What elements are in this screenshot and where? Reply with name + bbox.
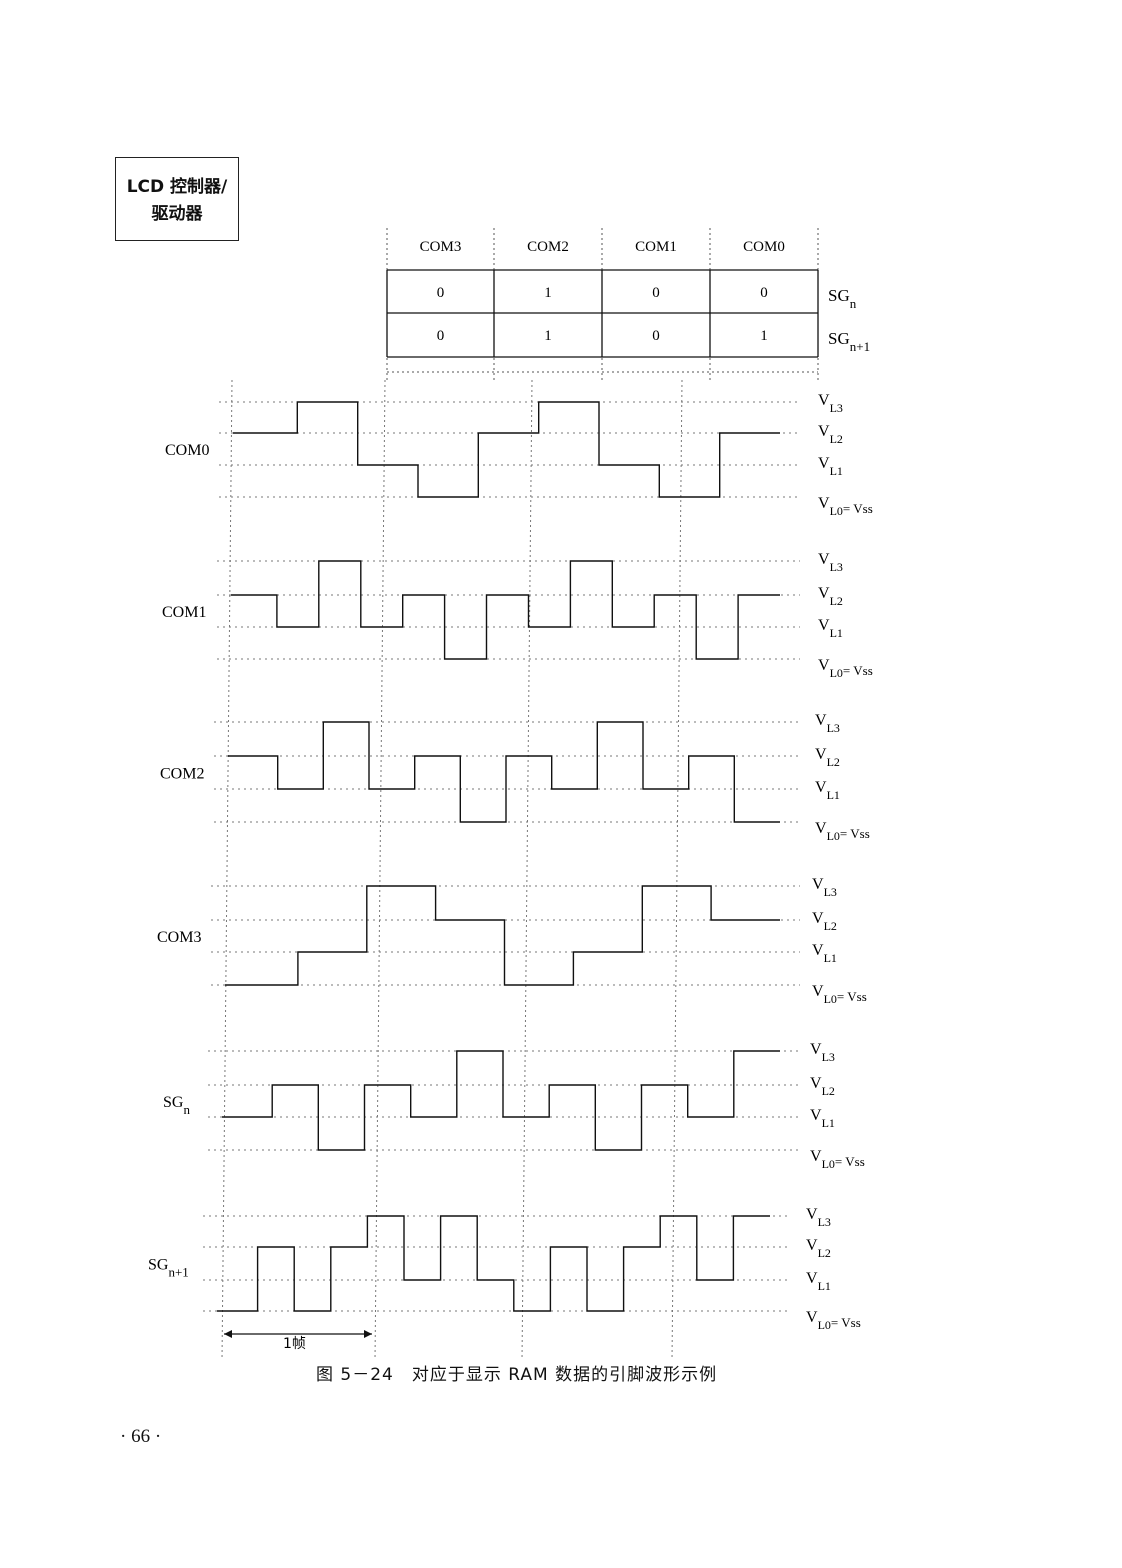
table-row-label: SGn+1: [828, 329, 870, 354]
timing-gridlines: [203, 379, 800, 1361]
level-label: VL2: [810, 1075, 835, 1098]
level-label: VL1: [818, 455, 843, 478]
waveform-trace-1: [231, 560, 780, 660]
level-label: VL1: [810, 1107, 835, 1130]
signal-label-4: SGn: [163, 1094, 190, 1117]
figure-caption: 图 5－24 对应于显示 RAM 数据的引脚波形示例: [316, 1365, 718, 1385]
table-cell: 1: [760, 328, 768, 344]
table-cell: 0: [760, 285, 768, 301]
signal-label-0: COM0: [165, 442, 209, 459]
level-label: VL0= Vss: [810, 1148, 865, 1171]
frame-label: 1帧: [283, 1336, 306, 1352]
box-line-2: 驱动器: [151, 204, 203, 224]
waveform-trace-0: [233, 401, 780, 498]
waveform-trace-2: [228, 721, 780, 823]
frame-boundary-guide-1: [374, 379, 386, 1361]
table-cell: 0: [437, 285, 445, 301]
level-label: VL0= Vss: [812, 983, 867, 1006]
frame-boundary-guide-2: [521, 379, 533, 1361]
frame-marker: 1帧: [224, 1330, 372, 1352]
table-cell: 1: [544, 328, 552, 344]
table-cell: 0: [437, 328, 445, 344]
level-label: VL1: [818, 617, 843, 640]
waveform-trace-3: [225, 885, 780, 986]
page-number: · 66 ·: [120, 1426, 162, 1447]
signal-label-2: COM2: [160, 766, 204, 783]
level-label: VL0= Vss: [806, 1309, 861, 1332]
table-cell: 0: [652, 285, 660, 301]
level-label: VL1: [806, 1270, 831, 1293]
waveform-trace-4: [222, 1050, 780, 1151]
waveform-trace-5: [217, 1215, 770, 1312]
level-label: VL2: [818, 423, 843, 446]
box-line-1: LCD 控制器/: [126, 177, 228, 197]
level-label: VL2: [812, 910, 837, 933]
signal-label-3: COM3: [157, 929, 201, 946]
level-label: VL3: [818, 551, 843, 574]
level-label: VL0= Vss: [815, 820, 870, 843]
table-header-com1: COM1: [635, 239, 677, 255]
level-label: VL3: [810, 1041, 835, 1064]
table-cell: 1: [544, 285, 552, 301]
lcd-controller-box: LCD 控制器/ 驱动器: [115, 157, 239, 241]
level-label: VL0= Vss: [818, 657, 873, 680]
table-cell: 0: [652, 328, 660, 344]
table-header-com3: COM3: [420, 239, 462, 255]
level-label: VL3: [806, 1206, 831, 1229]
level-label: VL3: [818, 392, 843, 415]
level-label: VL1: [812, 942, 837, 965]
signal-label-5: SGn+1: [148, 1257, 189, 1280]
level-label: VL2: [815, 746, 840, 769]
table-row-label: SGn: [828, 286, 857, 311]
level-label: VL0= Vss: [818, 495, 873, 518]
level-label: VL2: [818, 585, 843, 608]
table-header-com2: COM2: [527, 239, 569, 255]
level-label: VL1: [815, 779, 840, 802]
table-header-com0: COM0: [743, 239, 785, 255]
level-label: VL3: [815, 712, 840, 735]
level-label: VL2: [806, 1237, 831, 1260]
frame-boundary-guide-3: [671, 379, 683, 1361]
signal-label-1: COM1: [162, 604, 206, 621]
frame-boundary-guide-0: [221, 379, 233, 1361]
level-label: VL3: [812, 876, 837, 899]
